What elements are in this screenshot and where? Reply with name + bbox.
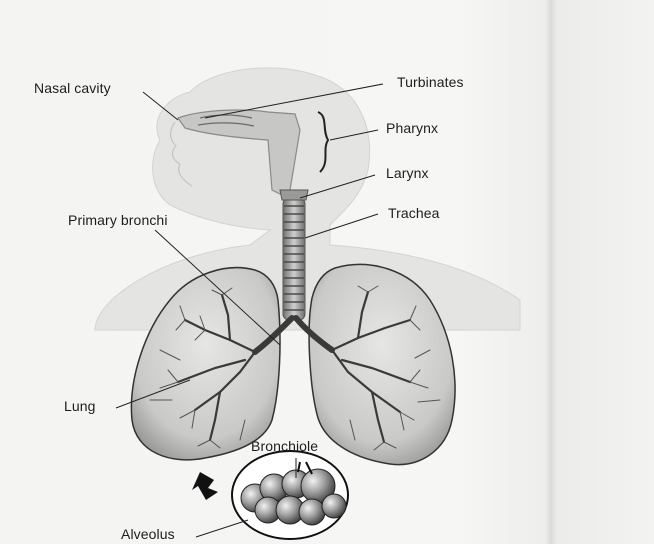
label-nasal-cavity: Nasal cavity — [34, 80, 111, 96]
label-bronchiole: Bronchiole — [251, 438, 318, 454]
magnify-arrow-icon — [192, 472, 218, 500]
label-turbinates: Turbinates — [397, 74, 464, 90]
label-primary-bronchi: Primary bronchi — [68, 212, 168, 228]
leader-alveolus — [196, 520, 248, 537]
label-pharynx: Pharynx — [386, 120, 438, 136]
label-alveolus: Alveolus — [121, 526, 175, 542]
trachea-tube — [280, 190, 308, 320]
body-silhouette — [95, 68, 520, 330]
label-trachea: Trachea — [388, 205, 440, 221]
larynx-shape — [280, 190, 308, 200]
label-lung: Lung — [64, 398, 96, 414]
alveolus-inset — [232, 451, 348, 539]
label-larynx: Larynx — [386, 165, 429, 181]
